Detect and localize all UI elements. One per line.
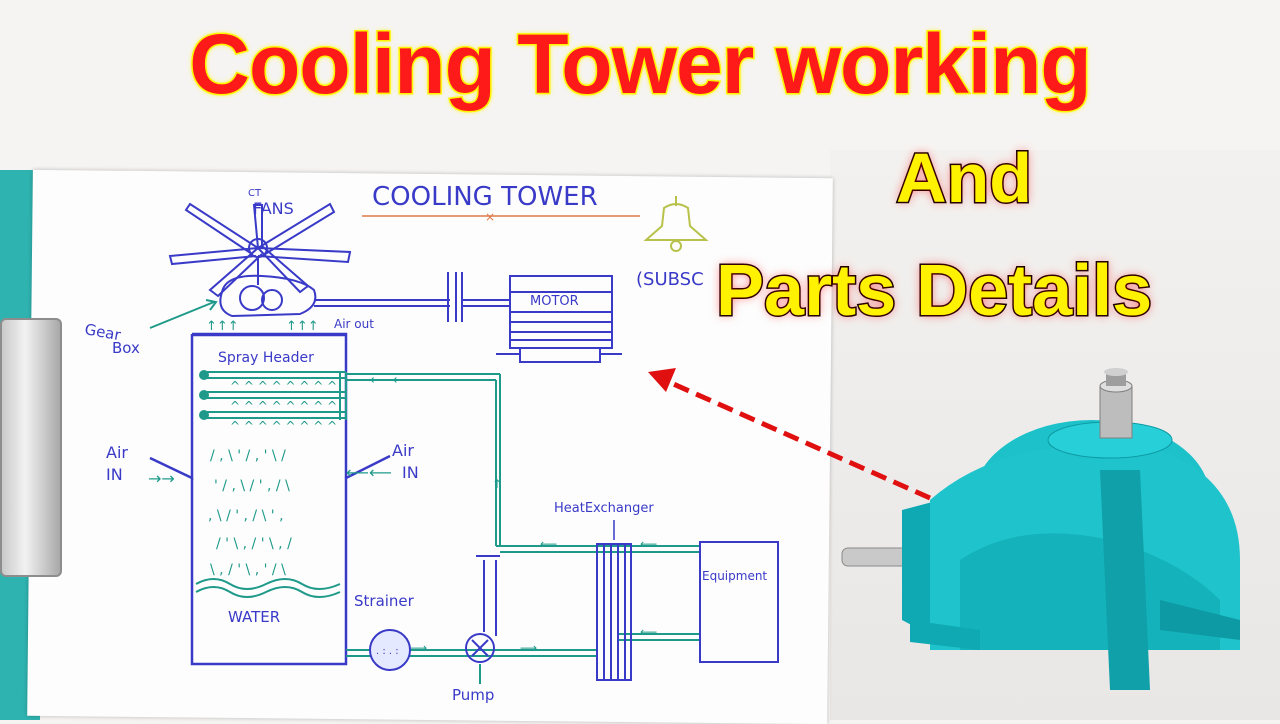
svg-text:↑: ↑	[492, 477, 502, 491]
gearbox-3d-image	[841, 368, 1240, 690]
air-in-right-2: IN	[402, 463, 419, 482]
equipment-label: Equipment	[702, 569, 767, 583]
heat-exchanger-label: HeatExchanger	[554, 501, 654, 516]
fans-label: FANS	[253, 199, 294, 218]
svg-text:⟶: ⟶	[410, 641, 427, 655]
diagram-title: COOLING TOWER	[372, 182, 598, 212]
air-out-label: Air out	[334, 317, 374, 331]
motor-drawing	[496, 275, 622, 363]
pump-label: Pump	[452, 686, 494, 704]
equipment-box	[699, 541, 779, 663]
fan-icon	[168, 202, 352, 298]
air-in-left-2: IN	[106, 465, 123, 484]
svg-text:' / , \ / ' , / \: ' / , \ / ' , / \	[214, 478, 290, 494]
svg-text:⟵ ⟵: ⟵ ⟵	[370, 373, 411, 388]
svg-text:, \ / ' , / \ ' ,: , \ / ' , / \ ' ,	[208, 508, 284, 524]
clipboard-clip	[0, 318, 62, 577]
air-in-left-1: Air	[106, 443, 128, 462]
fans-label-small: CT	[248, 188, 262, 199]
strainer-label: Strainer	[354, 592, 415, 610]
svg-text:⟵: ⟵	[640, 537, 657, 551]
headline-and: And	[894, 138, 1033, 219]
svg-text:→→: →→	[148, 469, 175, 488]
spray-header-label: Spray Header	[218, 350, 314, 366]
svg-text:/ ' \ , / ' \ , /: / ' \ , / ' \ , /	[216, 536, 292, 552]
gearbox-label-2: Box	[112, 339, 140, 357]
svg-text:^ ^ ^ ^ ^ ^ ^ ^: ^ ^ ^ ^ ^ ^ ^ ^	[230, 379, 337, 393]
svg-text:⟵: ⟵	[640, 625, 657, 639]
tower-structure	[149, 332, 391, 666]
water-label: WATER	[228, 608, 280, 626]
heat-exchanger-drawing	[596, 543, 632, 681]
pump-drawing	[465, 555, 500, 663]
svg-text:⟵: ⟵	[540, 537, 557, 551]
strainer-drawing	[369, 629, 411, 671]
svg-text:↑↑↑: ↑↑↑	[206, 319, 239, 334]
red-dashed-arrow	[648, 368, 932, 501]
svg-text:. : . :: . : . :	[376, 646, 399, 657]
headline-parts-details: Parts Details	[714, 250, 1153, 333]
svg-text:\ , / ' \ , ' / \: \ , / ' \ , ' / \	[210, 562, 286, 578]
svg-text:×: ×	[485, 210, 495, 224]
svg-text:/ , \ ' / , ' \ /: / , \ ' / , ' \ /	[210, 448, 286, 464]
svg-text:⟶: ⟶	[520, 641, 537, 655]
subscribe-label: (SUBSC	[636, 269, 704, 290]
svg-text:^ ^ ^ ^ ^ ^ ^ ^: ^ ^ ^ ^ ^ ^ ^ ^	[230, 399, 337, 413]
bell-icon	[643, 196, 709, 252]
headline-title: Cooling Tower working	[188, 16, 1093, 113]
air-in-right-1: Air	[392, 441, 414, 460]
motor-label: MOTOR	[530, 294, 579, 309]
svg-text:↑↑↑: ↑↑↑	[286, 319, 319, 334]
svg-text:^ ^ ^ ^ ^ ^ ^ ^: ^ ^ ^ ^ ^ ^ ^ ^	[230, 419, 337, 433]
svg-text:⟵⟵: ⟵⟵	[346, 463, 392, 482]
gearbox-drawing	[219, 272, 510, 322]
